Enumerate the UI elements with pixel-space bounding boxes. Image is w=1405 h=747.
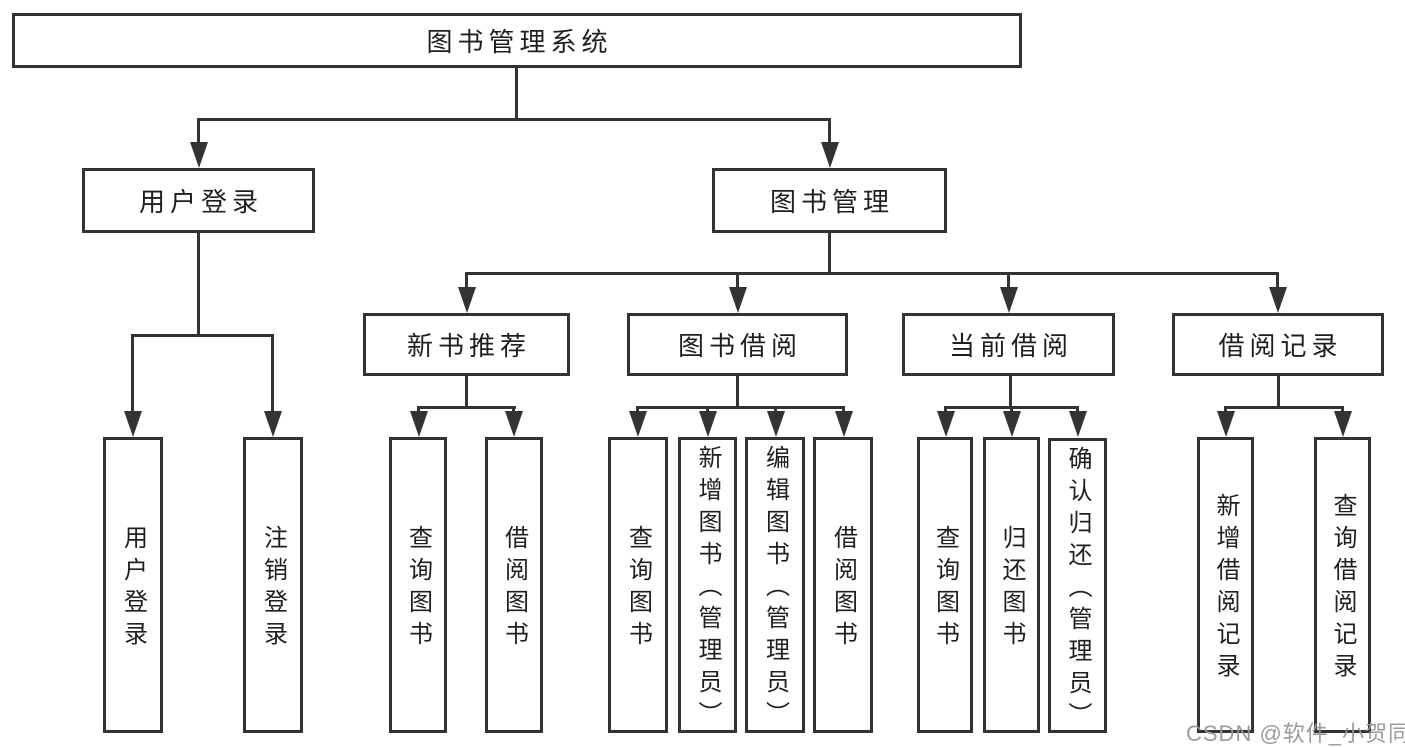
arrow-down-icon bbox=[1007, 272, 1010, 287]
leaf-edit-book-admin: 编辑图书（管理员） bbox=[745, 437, 805, 733]
connector-line bbox=[197, 118, 831, 121]
leaf-query-book-borrow: 查询图书 bbox=[608, 437, 668, 733]
node-root: 图书管理系统 bbox=[12, 13, 1022, 68]
arrow-down-icon bbox=[1010, 406, 1013, 411]
arrow-down-icon bbox=[736, 272, 739, 287]
leaf-confirm-return-admin: 确认归还（管理员） bbox=[1048, 438, 1107, 734]
leaf-query-book-recommend: 查询图书 bbox=[389, 437, 447, 733]
node-borrow-records: 借阅记录 bbox=[1172, 313, 1384, 376]
node-new-book-recommend: 新书推荐 bbox=[363, 313, 570, 376]
connector-line bbox=[197, 233, 200, 337]
arrow-down-icon bbox=[842, 406, 845, 411]
arrow-down-icon bbox=[512, 406, 515, 411]
leaf-query-book-current: 查询图书 bbox=[917, 437, 973, 733]
leaf-query-borrow-record: 查询借阅记录 bbox=[1314, 437, 1371, 733]
leaf-borrow-book-2: 借阅图书 bbox=[813, 437, 873, 733]
leaf-user-login: 用户登录 bbox=[103, 437, 163, 733]
arrow-down-icon bbox=[271, 334, 274, 411]
arrow-down-icon bbox=[465, 272, 468, 287]
arrow-down-icon bbox=[131, 334, 134, 411]
leaf-add-book-admin: 新增图书（管理员） bbox=[678, 437, 737, 733]
leaf-logout-label: 注销登录 bbox=[259, 525, 287, 653]
leaf-borrow-book-recommend: 借阅图书 bbox=[485, 437, 543, 733]
arrow-down-icon bbox=[197, 118, 200, 142]
arrow-down-icon bbox=[636, 406, 639, 411]
node-new-book-recommend-label: 新书推荐 bbox=[406, 331, 531, 361]
leaf-return-book-label: 归还图书 bbox=[998, 525, 1025, 653]
node-current-borrow-label: 当前借阅 bbox=[948, 331, 1073, 361]
leaf-add-borrow-record: 新增借阅记录 bbox=[1197, 437, 1254, 733]
arrow-down-icon bbox=[1276, 272, 1279, 287]
leaf-logout: 注销登录 bbox=[243, 437, 303, 733]
arrow-down-icon bbox=[1341, 406, 1344, 411]
leaf-edit-book-admin-label: 编辑图书（管理员） bbox=[761, 445, 789, 733]
leaf-return-book: 归还图书 bbox=[983, 437, 1040, 733]
leaf-query-book-current-label: 查询图书 bbox=[931, 525, 959, 653]
leaf-query-book-recommend-label: 查询图书 bbox=[404, 525, 432, 653]
leaf-query-borrow-record-label: 查询借阅记录 bbox=[1329, 493, 1356, 685]
leaf-add-borrow-record-label: 新增借阅记录 bbox=[1212, 493, 1239, 685]
node-current-borrow: 当前借阅 bbox=[902, 313, 1115, 376]
connector-line bbox=[515, 68, 518, 121]
connector-line bbox=[465, 272, 1279, 275]
arrow-down-icon bbox=[1076, 406, 1079, 411]
connector-line bbox=[1224, 406, 1344, 409]
connector-line bbox=[131, 334, 273, 337]
arrow-down-icon bbox=[944, 406, 947, 411]
leaf-borrow-book-recommend-label: 借阅图书 bbox=[500, 525, 528, 653]
node-book-management-label: 图书管理 bbox=[769, 187, 894, 217]
leaf-user-login-label: 用户登录 bbox=[119, 525, 147, 653]
connector-line bbox=[637, 406, 845, 409]
leaf-borrow-book-2-label: 借阅图书 bbox=[829, 525, 857, 653]
leaf-add-book-admin-label: 新增图书（管理员） bbox=[694, 445, 721, 733]
leaf-query-book-borrow-label: 查询图书 bbox=[624, 525, 652, 653]
arrow-down-icon bbox=[706, 406, 709, 411]
connector-line bbox=[828, 233, 831, 275]
node-root-label: 图书管理系统 bbox=[426, 27, 613, 57]
watermark: CSDN @软件_小贺同学 bbox=[1186, 721, 1405, 746]
node-user-login-label: 用户登录 bbox=[138, 187, 263, 217]
connector-line bbox=[736, 376, 739, 409]
connector-line bbox=[1277, 376, 1280, 409]
arrow-down-icon bbox=[1224, 406, 1227, 411]
arrow-down-icon bbox=[774, 406, 777, 411]
leaf-confirm-return-admin-label: 确认归还（管理员） bbox=[1064, 445, 1091, 734]
node-borrow-records-label: 借阅记录 bbox=[1218, 331, 1343, 361]
node-book-borrow-label: 图书借阅 bbox=[677, 331, 802, 361]
arrow-down-icon bbox=[828, 118, 831, 142]
connector-line bbox=[465, 376, 468, 409]
node-book-borrow: 图书借阅 bbox=[627, 313, 848, 376]
connector-line bbox=[1009, 376, 1012, 409]
node-book-management: 图书管理 bbox=[712, 168, 947, 233]
node-user-login: 用户登录 bbox=[82, 168, 315, 233]
connector-line bbox=[417, 406, 516, 409]
arrow-down-icon bbox=[417, 406, 420, 411]
